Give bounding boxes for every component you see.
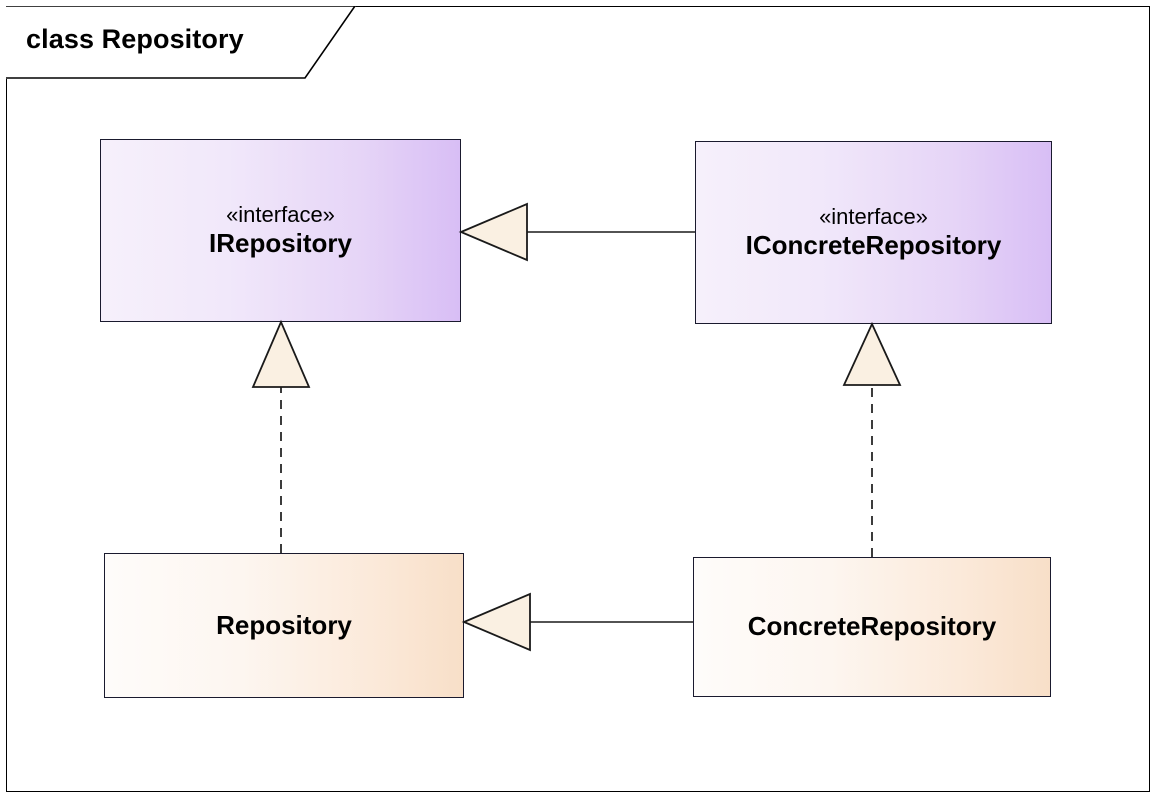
stereotype-label: «interface» (819, 203, 928, 229)
class-name-label: Repository (216, 609, 352, 640)
interface-irepository[interactable]: «interface» IRepository (100, 139, 466, 327)
class-name-label: ConcreteRepository (747, 611, 997, 642)
class-repository[interactable]: Repository (104, 553, 469, 703)
stereotype-label: «interface» (226, 201, 335, 227)
interface-iconcreterepository[interactable]: «interface» IConcreteRepository (695, 141, 1057, 329)
interface-name-label: IRepository (208, 228, 353, 259)
interface-name-label: IConcreteRepository (745, 230, 1002, 261)
frame-name-label: class Repository (26, 24, 244, 54)
class-concreterepository[interactable]: ConcreteRepository (693, 557, 1056, 702)
